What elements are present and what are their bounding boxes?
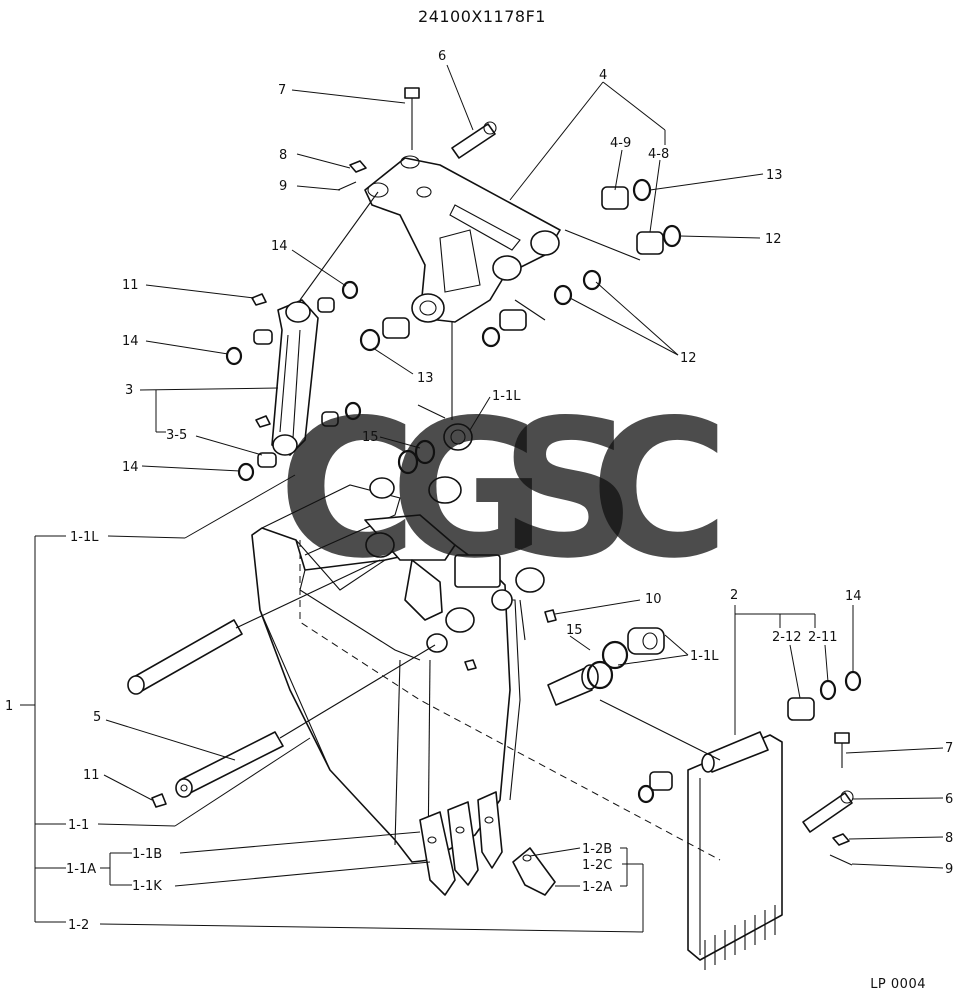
- callout-4-8: 4-8: [648, 147, 669, 162]
- callout-1-2a: 1-2A: [582, 880, 612, 895]
- watermark-letter-c1: C: [278, 379, 417, 600]
- callout-7-top: 7: [278, 83, 286, 98]
- callout-8-top: 8: [279, 148, 287, 163]
- callout-14-lower: 14: [122, 460, 139, 475]
- callout-12-right: 12: [765, 232, 782, 247]
- callout-6-side: 6: [945, 792, 953, 807]
- callout-13-right: 13: [766, 168, 783, 183]
- link-4-bushings: [359, 178, 682, 352]
- watermark-letter-c2: C: [590, 379, 729, 600]
- callout-3: 3: [125, 383, 133, 398]
- callout-2: 2: [730, 588, 738, 603]
- link-3-body: [225, 280, 362, 482]
- callout-2-12: 2-12: [772, 630, 802, 645]
- callout-8-side: 8: [945, 831, 953, 846]
- callout-10: 10: [645, 592, 662, 607]
- callout-1-1: 1-1: [68, 818, 89, 833]
- side-cutter-2: [637, 670, 862, 970]
- drawing-number: 24100X1178F1: [418, 7, 546, 26]
- link-4-body: [364, 155, 561, 323]
- callout-14-upper: 14: [271, 239, 288, 254]
- bucket-body: [251, 476, 545, 863]
- bucket-teeth: [419, 791, 503, 896]
- callout-1-2: 1-2: [68, 918, 89, 933]
- callout-14-side: 14: [845, 589, 862, 604]
- callout-1: 1: [5, 699, 13, 714]
- callout-11-lower: 11: [83, 768, 100, 783]
- side-pin-set: [802, 732, 854, 866]
- callout-11-upper: 11: [122, 278, 139, 293]
- callout-1-2b: 1-2B: [582, 842, 612, 857]
- watermark-letter-g: G: [390, 379, 546, 600]
- callout-6-top: 6: [438, 49, 446, 64]
- callout-13-mid: 13: [417, 371, 434, 386]
- callout-1-1k: 1-1K: [132, 879, 162, 894]
- callout-1-1l-right: 1-1L: [690, 649, 719, 664]
- callout-3-5: 3-5: [166, 428, 187, 443]
- callout-1-1a: 1-1A: [66, 862, 96, 877]
- watermark: C G S C: [278, 379, 729, 600]
- callout-4-9: 4-9: [610, 136, 631, 151]
- callout-9-top: 9: [279, 179, 287, 194]
- callout-2-11: 2-11: [808, 630, 838, 645]
- callout-1-2c: 1-2C: [582, 858, 612, 873]
- long-pins: [127, 619, 284, 808]
- callout-1-1l-top: 1-1L: [492, 389, 521, 404]
- callout-4: 4: [599, 68, 607, 83]
- callout-5: 5: [93, 710, 101, 725]
- callout-9-side: 9: [945, 862, 953, 877]
- callout-1-1l-left: 1-1L: [70, 530, 99, 545]
- top-pin-set: [337, 87, 497, 191]
- callout-1-1b: 1-1B: [132, 847, 162, 862]
- spare-tooth: [512, 847, 556, 896]
- assembly-lines: [235, 191, 721, 861]
- leader-lines: [20, 64, 944, 933]
- callout-15-low: 15: [566, 623, 583, 638]
- callout-15-top: 15: [362, 430, 379, 445]
- watermark-letter-s: S: [500, 379, 637, 600]
- callout-labels: 7 6 4 8 9 4-9 4-8 13 12 14 11 14 12 13 3…: [5, 49, 953, 933]
- page-code: LP 0004: [870, 977, 926, 992]
- callout-12-mid: 12: [680, 351, 697, 366]
- parts-drawing: [127, 87, 862, 970]
- bucket-seals: [397, 423, 665, 706]
- callout-7-side: 7: [945, 741, 953, 756]
- callout-14-mid: 14: [122, 334, 139, 349]
